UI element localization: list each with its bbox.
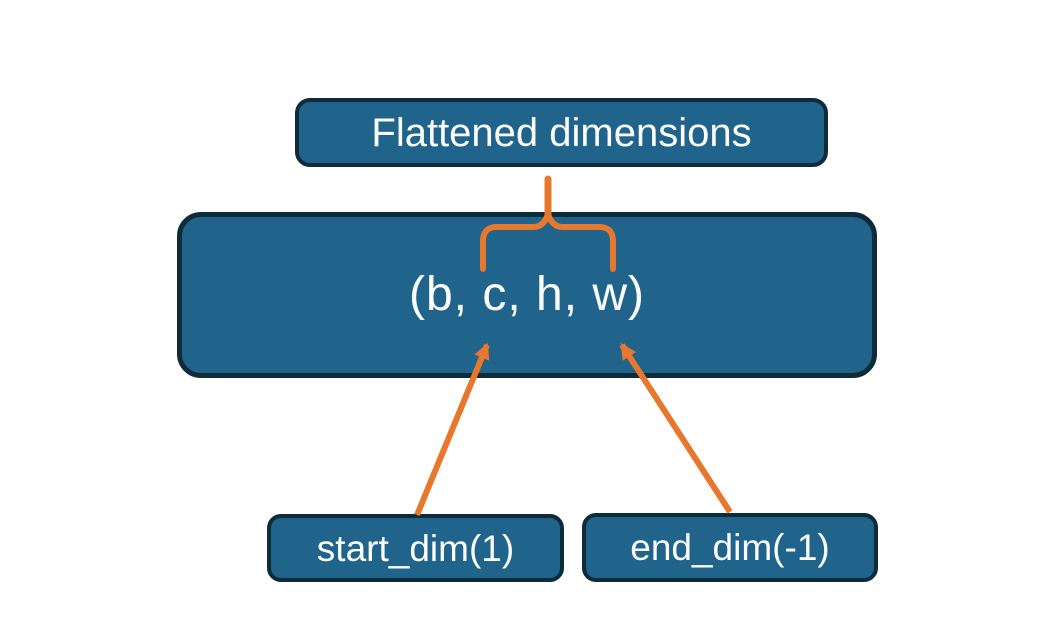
flattened-dimensions-box: Flattened dimensions [295, 98, 828, 167]
end-dim-label: end_dim(-1) [630, 527, 830, 568]
start-dim-box: start_dim(1) [267, 514, 564, 582]
end-dim-box: end_dim(-1) [582, 513, 878, 582]
flattened-dimensions-label: Flattened dimensions [371, 110, 752, 155]
start-dim-label: start_dim(1) [316, 527, 515, 569]
tensor-shape-box: (b, c, h, w) [177, 212, 877, 378]
tensor-shape-label: (b, c, h, w) [408, 268, 646, 321]
